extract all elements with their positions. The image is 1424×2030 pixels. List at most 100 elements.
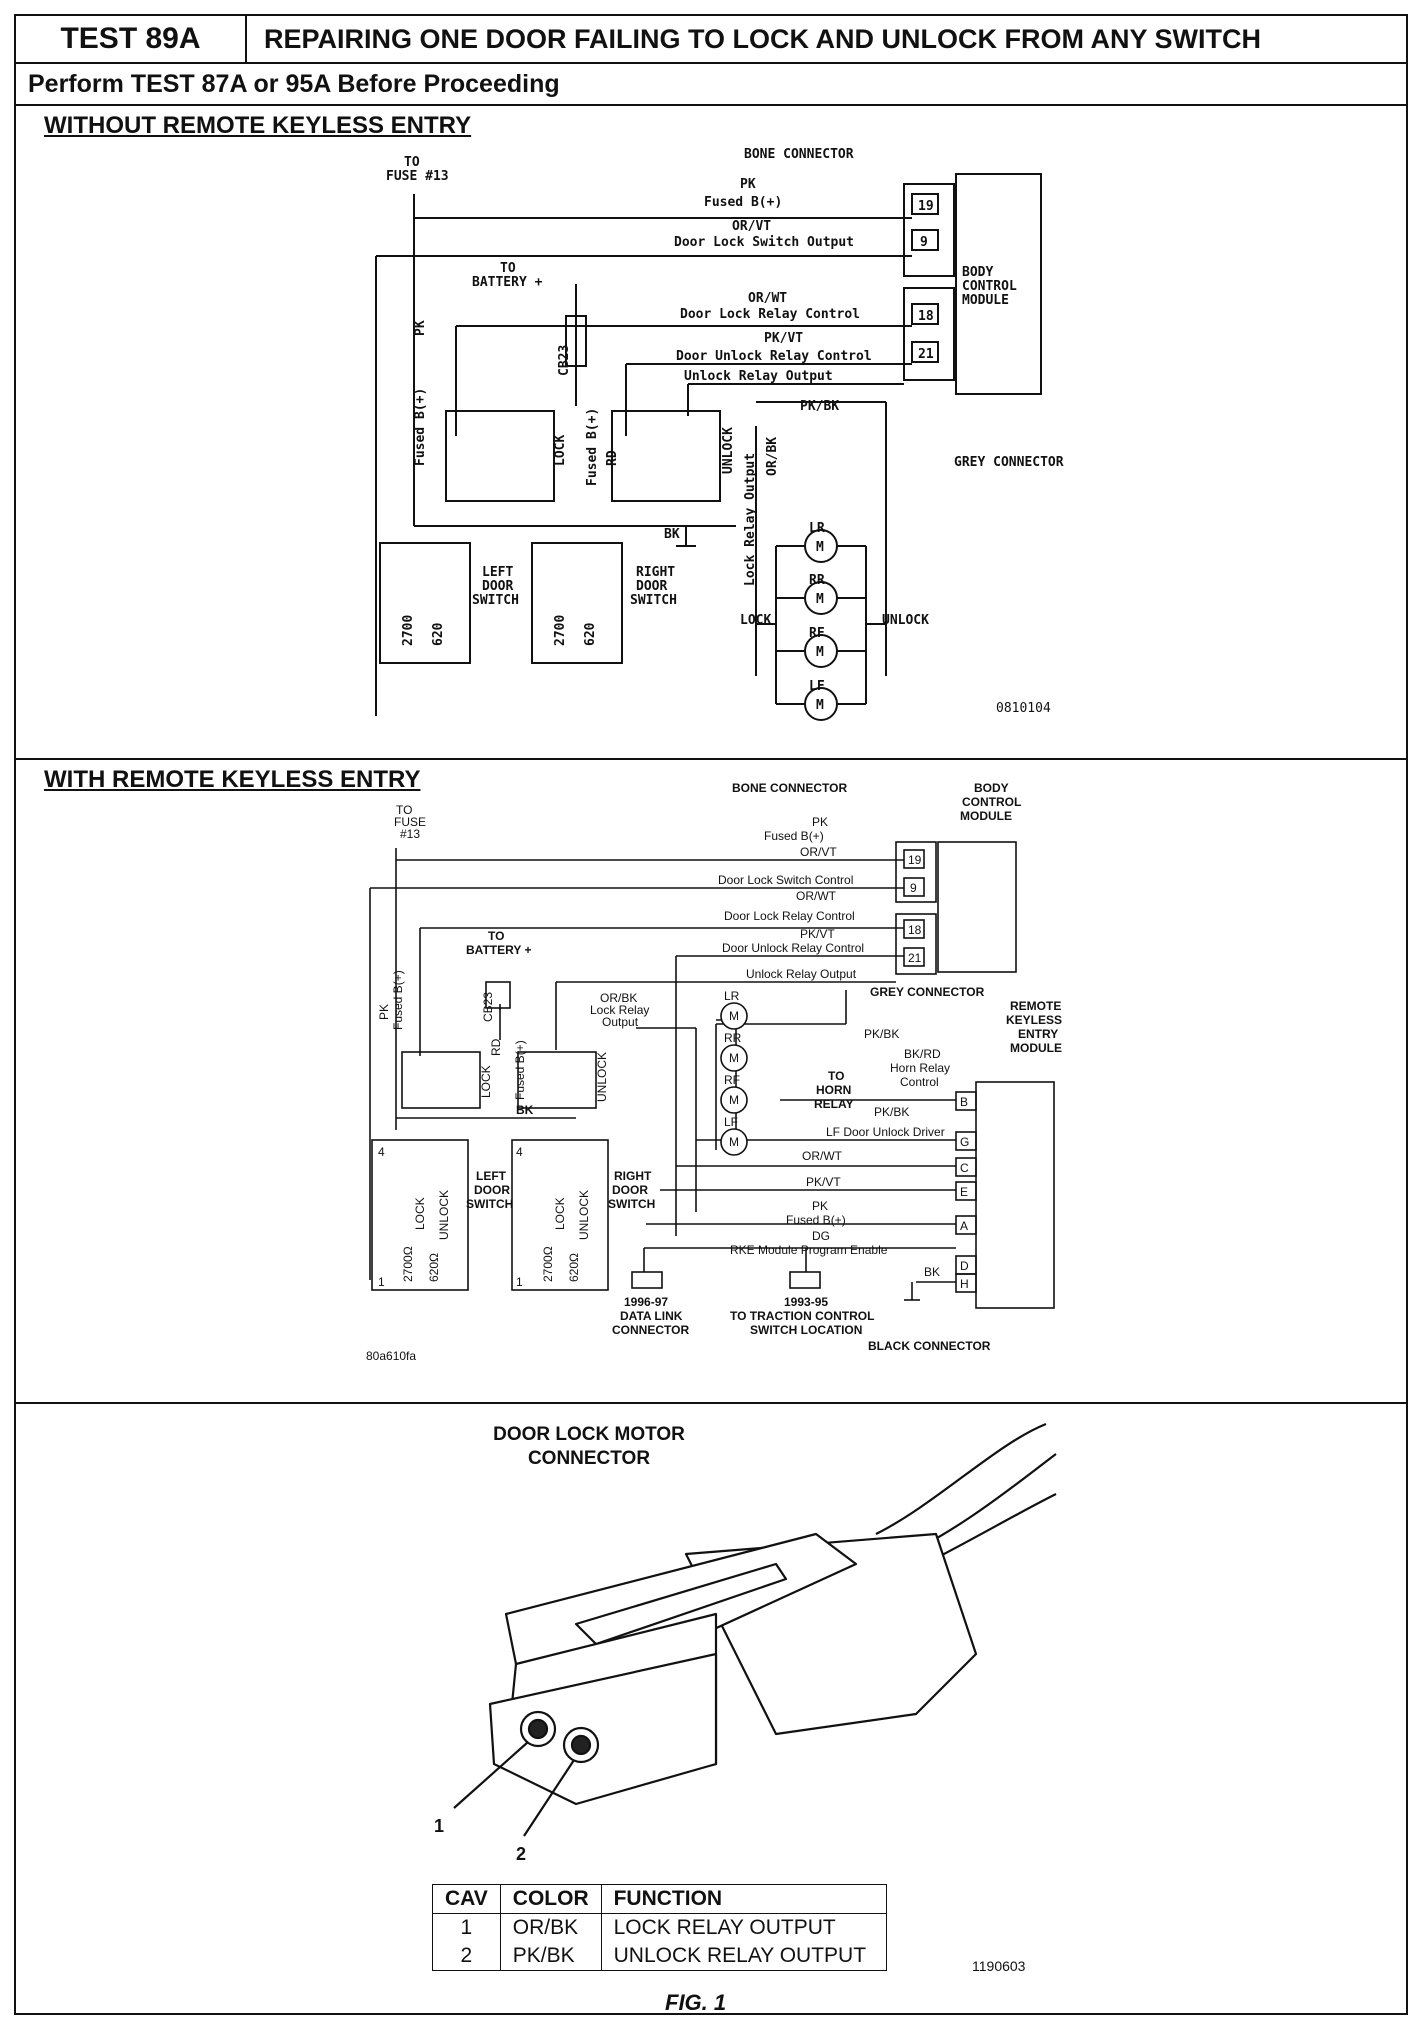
r620-right-2: 620Ω <box>567 1253 581 1282</box>
w2-desc: Door Lock Switch Output <box>674 235 854 250</box>
dlc-2: DATA LINK <box>620 1309 683 1323</box>
motor2-rr: RR <box>724 1031 742 1045</box>
rke-prog-label: RKE Module Program Enable <box>730 1243 888 1257</box>
dlc-3: CONNECTOR <box>612 1323 689 1337</box>
battery-label-2: BATTERY + <box>472 275 543 290</box>
rke-label-2: KEYLESS <box>1006 1013 1062 1027</box>
connector-title-2: CONNECTOR <box>528 1448 650 1469</box>
w25-desc: Unlock Relay Output <box>746 967 857 981</box>
rke-pin-boxes <box>955 1091 977 1293</box>
motor2-m1: M <box>729 1009 739 1023</box>
bcm-box <box>955 173 1042 395</box>
w21-pin: 19 <box>908 853 922 867</box>
horn-2: HORN <box>816 1083 851 1097</box>
page-frame: TEST 89A REPAIRING ONE DOOR FAILING TO L… <box>14 14 1408 2015</box>
w2-pin: 9 <box>920 235 928 250</box>
motor-lf: LF <box>809 679 825 694</box>
motor-m2: M <box>816 592 824 607</box>
w22-pin: 9 <box>910 881 917 895</box>
traction-1: 1993-95 <box>784 1295 828 1309</box>
right-switch2-3: SWITCH <box>608 1197 655 1211</box>
pkbk2b-label: PK/BK <box>874 1105 909 1119</box>
w22-desc: Door Lock Switch Control <box>718 873 853 887</box>
sw-num4-right: 4 <box>516 1145 523 1159</box>
to-fuse-label: TO <box>404 155 420 170</box>
w24-desc: Door Unlock Relay Control <box>722 941 864 955</box>
cell-color: PK/BK <box>499 1942 602 1971</box>
rke-label-4: MODULE <box>1010 1041 1062 1055</box>
col-cav: CAV <box>432 1884 501 1914</box>
diagram-code-1: 0810104 <box>996 701 1051 716</box>
motor-rr: RR <box>809 573 825 588</box>
w21-color: PK <box>812 815 828 829</box>
w4-color: PK/VT <box>764 331 803 346</box>
connector-code: 1190603 <box>972 1958 1026 1974</box>
section-with-rke: WITH REMOTE KEYLESS ENTRY <box>16 760 1406 1404</box>
bk2-label: BK <box>924 1265 940 1279</box>
callout-2: 2 <box>516 1844 526 1864</box>
w3-pin: 18 <box>918 309 934 324</box>
fused-b-label: Fused B(+) <box>413 388 428 466</box>
bk-label-2: BK <box>516 1103 534 1117</box>
lock-side-label: LOCK <box>740 613 771 628</box>
left-switch2-1: LEFT <box>476 1169 507 1183</box>
motor-rf: RF <box>809 626 825 641</box>
motor2-lr: LR <box>724 989 740 1003</box>
bone-connector-label: BONE CONNECTOR <box>744 147 854 162</box>
w23-color: OR/WT <box>796 889 837 903</box>
sw-unlock-right: UNLOCK <box>577 1190 591 1240</box>
bcm-label-1: BODY <box>962 265 993 280</box>
pkvt-label: PK/VT <box>806 1175 841 1189</box>
bkrd-2: Horn Relay <box>890 1061 950 1075</box>
w1-color: PK <box>740 177 756 192</box>
to-label-2: TO <box>396 803 412 817</box>
pk2-label: PK <box>812 1199 828 1213</box>
w21-desc: Fused B(+) <box>764 829 824 843</box>
w1-pin: 19 <box>918 199 934 214</box>
right-switch2-1: RIGHT <box>614 1169 652 1183</box>
horn-3: RELAY <box>814 1097 854 1111</box>
bcm2-label-3: MODULE <box>960 809 1012 823</box>
cell-function: UNLOCK RELAY OUTPUT <box>600 1942 887 1971</box>
orbk-1: OR/BK <box>600 991 637 1005</box>
bk-label: BK <box>664 527 680 542</box>
dg-label: DG <box>812 1229 830 1243</box>
rke-box <box>975 1081 1055 1309</box>
col-color: COLOR <box>499 1884 602 1914</box>
connector-illustration: DOOR LOCK MOTOR CONNECTOR 1 <box>434 1422 1057 1864</box>
pk-label-2: PK <box>377 1004 391 1020</box>
test-title: REPAIRING ONE DOOR FAILING TO LOCK AND U… <box>264 24 1261 54</box>
wiring-diagram-without-rke: TO FUSE #13 BONE CONNECTOR BODY CONTROL … <box>375 147 1064 721</box>
table-row: 1 OR/BK LOCK RELAY OUTPUT <box>432 1913 887 1942</box>
right-switch-3: SWITCH <box>630 593 677 608</box>
rke-label-1: REMOTE <box>1010 999 1061 1013</box>
right-switch-2: DOOR <box>636 579 667 594</box>
battery-label-1: TO <box>500 261 516 276</box>
test-id: TEST 89A <box>16 16 247 62</box>
cb23-label-2: CB23 <box>481 992 495 1022</box>
figure-label: FIG. 1 <box>665 1990 727 2015</box>
cavity-table: CAV COLOR FUNCTION 1 OR/BK LOCK RELAY OU… <box>432 1884 887 1971</box>
fuse-label-2: FUSE <box>394 815 426 829</box>
grey-connector-label-2: GREY CONNECTOR <box>870 985 985 999</box>
left-switch-3: SWITCH <box>472 593 519 608</box>
bcm2-label-2: CONTROL <box>962 795 1021 809</box>
right-switch-1: RIGHT <box>636 565 675 580</box>
traction-3: SWITCH LOCATION <box>750 1323 862 1337</box>
orwt-label: OR/WT <box>802 1149 843 1163</box>
rd-label-2: RD <box>489 1038 503 1056</box>
grey-connector-label: GREY CONNECTOR <box>954 455 1064 470</box>
w24-pin: 21 <box>908 951 922 965</box>
rke-pin-h: H <box>960 1277 969 1291</box>
pk-label: PK <box>413 320 428 336</box>
unlock-relay-label-2: UNLOCK <box>595 1052 609 1102</box>
black-connector-label: BLACK CONNECTOR <box>868 1339 991 1353</box>
sw-lock-right: LOCK <box>553 1197 567 1230</box>
table-header-row: CAV COLOR FUNCTION <box>432 1884 887 1914</box>
w22-color: OR/VT <box>800 845 837 859</box>
or-bk-label: OR/BK <box>765 437 780 476</box>
left-switch2-3: SWITCH <box>466 1197 513 1211</box>
r620-right: 620 <box>583 622 598 646</box>
wiring-diagram-with-rke: TO FUSE #13 BONE CONNECTOR BODY CONTROL … <box>366 781 1062 1363</box>
battery2-label-2: BATTERY + <box>466 943 531 957</box>
